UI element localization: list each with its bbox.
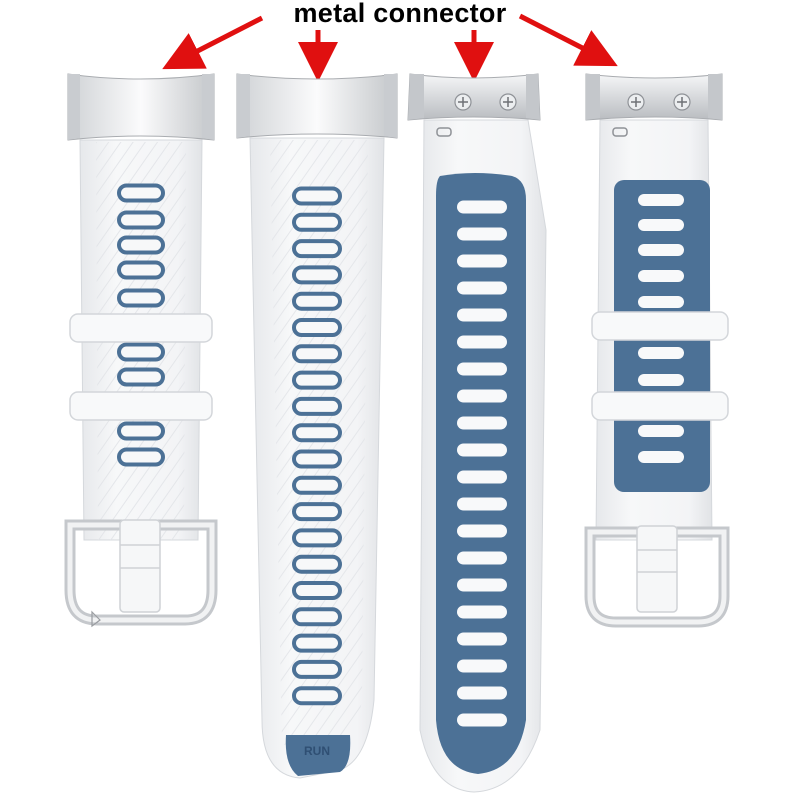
strap-hole: [457, 308, 507, 322]
hole-row: [292, 186, 342, 706]
strap-hole: [457, 713, 507, 727]
strap-hole: [457, 227, 507, 241]
red-arrow-icon: [518, 13, 618, 67]
strap-hole: [292, 607, 342, 627]
strap-white-long: RUN: [236, 73, 398, 779]
strap-hole: [638, 270, 684, 282]
strap-keeper: [69, 313, 213, 343]
strap-hole: [638, 425, 684, 437]
strap-hole: [292, 318, 342, 337]
strap-hole: [457, 632, 507, 646]
strap-hole: [117, 260, 165, 280]
strap-hole: [292, 370, 342, 390]
strap-hole: [292, 528, 342, 548]
strap-blue-long: [407, 73, 547, 793]
buckle: [64, 519, 218, 626]
metal-connector: [236, 73, 398, 139]
strap-hole: [638, 374, 684, 386]
strap-hole: [292, 423, 342, 443]
strap-hole: [457, 578, 507, 592]
hole-row: [117, 183, 165, 467]
metal-connector: [407, 73, 541, 121]
strap-hole: [457, 686, 507, 700]
strap-hole: [292, 239, 342, 259]
strap-hole: [638, 347, 684, 359]
strap-hole: [457, 281, 507, 295]
strap-hole: [117, 367, 165, 387]
plus-screw-icon: [627, 93, 645, 111]
strap-hole: [457, 389, 507, 403]
strap-hole: [292, 502, 342, 522]
strap-hole: [292, 265, 342, 285]
hole-row: [638, 194, 684, 463]
metal-connector: [67, 73, 215, 141]
strap-hole: [117, 183, 165, 203]
red-arrow-icon: [162, 15, 264, 70]
hole-row: [457, 200, 507, 727]
strap-white-short: [64, 73, 218, 628]
strap-hole: [292, 449, 342, 469]
strap-hole: [117, 235, 165, 255]
strap-hole: [292, 659, 342, 679]
strap-hole: [457, 605, 507, 619]
strap-hole: [292, 633, 342, 653]
strap-hole: [292, 186, 342, 206]
strap-hole: [117, 342, 165, 362]
strap-hole: [292, 291, 342, 311]
strap-hole: [638, 219, 684, 231]
strap-keeper: [69, 391, 213, 421]
strap-hole: [117, 288, 165, 308]
strap-hole: [292, 344, 342, 364]
strap-hole: [117, 447, 165, 467]
strap-hole: [457, 200, 507, 214]
strap-keeper: [591, 391, 729, 421]
strap-hole: [457, 335, 507, 349]
strap-hole: [638, 296, 684, 308]
strap-hole: [117, 210, 165, 230]
strap-tip: [285, 735, 351, 776]
strap-hole: [292, 686, 342, 706]
plus-screw-icon: [454, 93, 472, 111]
strap-hole: [457, 551, 507, 565]
strap-hole: [292, 475, 342, 495]
run-label: RUN: [304, 744, 330, 758]
buckle: [584, 525, 730, 628]
strap-hole: [457, 443, 507, 457]
strap-hole: [117, 421, 165, 441]
triangle-mark-icon: [91, 610, 101, 628]
strap-hole: [457, 524, 507, 538]
strap-hole: [638, 451, 684, 463]
strap-hole: [638, 194, 684, 206]
strap-blue-short: [584, 73, 730, 628]
metal-connector: [585, 73, 723, 121]
caption-metal-connector: metal connector: [293, 0, 507, 28]
strap-hole: [457, 254, 507, 268]
strap-hole: [292, 581, 342, 600]
strap-hole: [292, 554, 342, 574]
strap-hole: [457, 497, 507, 511]
strap-keeper: [591, 311, 729, 341]
plus-screw-icon: [499, 93, 517, 111]
strap-hole: [638, 244, 684, 256]
plus-screw-icon: [673, 93, 691, 111]
strap-hole: [457, 362, 507, 376]
strap-hole: [457, 470, 507, 484]
strap-hole: [292, 396, 342, 416]
strap-hole: [292, 212, 342, 232]
strap-hole: [457, 416, 507, 430]
strap-hole: [457, 659, 507, 673]
